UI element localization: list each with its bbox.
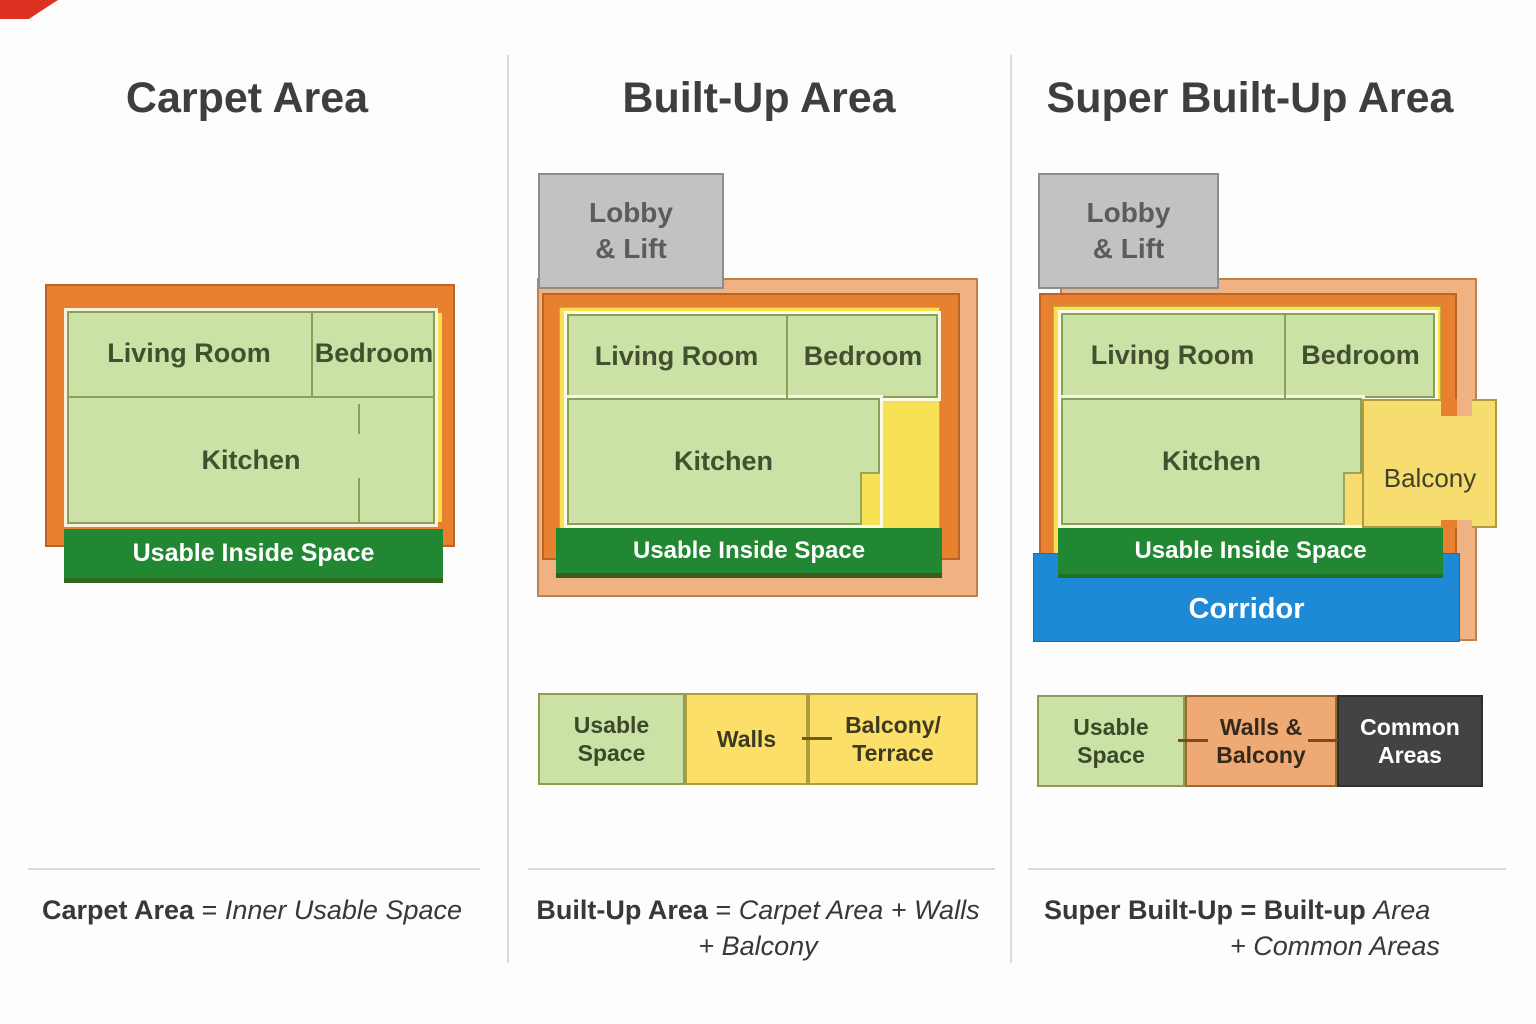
balcony-step-notch xyxy=(860,472,880,525)
usable-inside-space-bar: Usable Inside Space xyxy=(64,529,443,583)
usable-inside-space-bar: Usable Inside Space xyxy=(1058,528,1443,578)
kitchen-label: Kitchen xyxy=(201,444,301,475)
legend-connector-dash xyxy=(802,737,832,740)
balcony-label: Balcony xyxy=(1383,462,1477,493)
super-built-up-formula: Super Built-Up = Built-up Area + Common … xyxy=(1044,892,1484,964)
living-room-label: Living Room xyxy=(1090,340,1255,370)
formula-line2: + Common Areas xyxy=(1230,931,1440,961)
formula-divider xyxy=(528,868,995,870)
wall-frame-over-balcony xyxy=(1441,399,1457,416)
formula-italic: Carpet Area + Walls xyxy=(738,895,980,925)
built-up-top-rooms xyxy=(567,314,938,398)
living-room-label: Living Room xyxy=(594,340,759,371)
room-divider xyxy=(786,314,788,398)
carpet-area-formula: Carpet Area = Inner Usable Space xyxy=(2,892,502,928)
column-divider-2 xyxy=(1010,55,1012,963)
carpet-floor-plan xyxy=(67,311,435,524)
kitchen-wall-segment xyxy=(358,404,360,434)
super-built-up-area-title: Super Built-Up Area xyxy=(1046,74,1454,122)
legend-usable-space: Usable Space xyxy=(538,693,685,785)
bedroom-label: Bedroom xyxy=(314,338,434,368)
living-room-label: Living Room xyxy=(107,338,271,368)
legend-balcony-terrace: Balcony/ Terrace xyxy=(808,693,978,785)
legend-common-areas: Common Areas xyxy=(1337,695,1483,787)
wall-frame-over-balcony xyxy=(1441,520,1457,528)
room-divider xyxy=(69,396,433,398)
formula-divider xyxy=(1028,868,1506,870)
balcony-step-notch xyxy=(1343,472,1362,525)
formula-equals: = xyxy=(194,895,225,925)
kitchen-label: Kitchen xyxy=(673,446,773,476)
legend-connector-dash xyxy=(1308,739,1338,742)
formula-equals: = xyxy=(707,895,739,925)
bedroom-label: Bedroom xyxy=(803,340,923,371)
kitchen-wall-segment xyxy=(358,478,360,523)
formula-divider xyxy=(28,868,480,870)
outline-over-balcony xyxy=(1457,399,1472,416)
legend-connector-dash xyxy=(1178,739,1208,742)
formula-italic: Area xyxy=(1373,895,1431,925)
kitchen-label: Kitchen xyxy=(1161,446,1261,476)
outline-over-balcony xyxy=(1457,520,1472,528)
formula-bold: Carpet Area xyxy=(42,895,195,925)
formula-line2: + Balcony xyxy=(698,931,818,961)
usable-inside-space-bar: Usable Inside Space xyxy=(556,528,942,578)
built-up-kitchen xyxy=(567,398,880,525)
built-up-area-formula: Built-Up Area = Carpet Area + Walls + Ba… xyxy=(512,892,1004,964)
carpet-area-title: Carpet Area xyxy=(125,74,369,122)
carpet-wall-yellow-sliver xyxy=(437,313,442,522)
formula-bold: Super Built-Up = Built-up xyxy=(1044,895,1366,925)
corner-red-mark xyxy=(0,0,58,19)
room-divider xyxy=(311,313,313,396)
column-divider-1 xyxy=(507,55,509,963)
super-top-rooms xyxy=(1061,313,1435,398)
formula-italic: Inner Usable Space xyxy=(224,895,462,925)
lobby-lift-box: Lobby & Lift xyxy=(1038,173,1219,289)
formula-bold: Built-Up Area xyxy=(536,895,708,925)
bedroom-label: Bedroom xyxy=(1301,340,1420,370)
legend-usable-space: Usable Space xyxy=(1037,695,1185,787)
built-up-area-title: Built-Up Area xyxy=(622,74,896,122)
balcony-area xyxy=(1362,399,1497,528)
room-divider xyxy=(1284,313,1286,398)
lobby-lift-box: Lobby & Lift xyxy=(538,173,724,289)
super-kitchen xyxy=(1061,398,1362,525)
legend-walls: Walls xyxy=(685,693,808,785)
